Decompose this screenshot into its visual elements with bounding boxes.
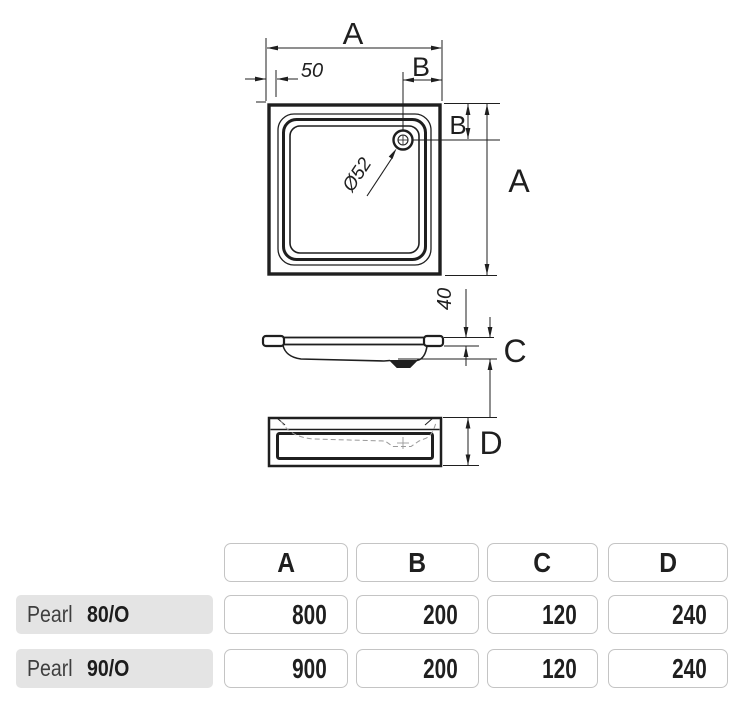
- table-header-c: C: [487, 543, 598, 582]
- dim-a-top-label: A: [343, 16, 364, 51]
- model-name: Pearl: [27, 655, 73, 681]
- model-variant: 90/O: [87, 655, 130, 681]
- model-variant: 80/O: [87, 601, 130, 627]
- panel-outline: [267, 416, 443, 468]
- basin-profile-left: [282, 345, 391, 362]
- dim-b-top-label: B: [412, 52, 430, 82]
- header-label: D: [659, 546, 677, 578]
- panel-view: [267, 416, 443, 468]
- dim-c: C: [398, 317, 527, 417]
- dim-50-label: 50: [301, 60, 323, 82]
- dim-b-side: B: [412, 103, 500, 141]
- table-header-b: B: [356, 543, 479, 582]
- value-a: 900: [292, 652, 327, 684]
- value-d: 240: [672, 652, 707, 684]
- hidden-drain-center-cross: [397, 437, 409, 449]
- value-c: 120: [542, 652, 577, 684]
- table-cell: 240: [608, 649, 728, 688]
- dim-b-top: B: [402, 52, 442, 130]
- rim-profile: [280, 336, 428, 346]
- arrowhead: [431, 45, 442, 51]
- arrowhead: [463, 327, 469, 338]
- arrowhead: [465, 417, 471, 429]
- drain-fitting: [388, 360, 419, 368]
- dim-a-top: A: [265, 16, 443, 101]
- table-cell: 240: [608, 595, 728, 634]
- arrowhead: [465, 104, 471, 115]
- dim-40: 40: [434, 288, 494, 366]
- arrowhead: [487, 359, 493, 370]
- model-name: Pearl: [27, 601, 73, 627]
- row-label-pearl-90: Pearl 90/O: [16, 649, 213, 688]
- tray-rim-inner-line: [277, 113, 432, 266]
- section-view: [261, 334, 445, 368]
- dim-a-side: A: [445, 104, 530, 276]
- arrowhead: [463, 346, 469, 357]
- arrowhead: [431, 77, 442, 83]
- table-cell: 120: [487, 595, 598, 634]
- leader-arrowhead: [388, 148, 397, 159]
- panel-recess: [276, 432, 434, 460]
- basin-profile-right: [416, 345, 428, 362]
- header-label: A: [277, 546, 295, 578]
- value-d: 240: [672, 598, 707, 630]
- arrowhead: [403, 77, 414, 83]
- table-cell: 200: [356, 595, 479, 634]
- table-header-a: A: [224, 543, 348, 582]
- drain-hole: [392, 129, 414, 151]
- arrowhead: [484, 104, 490, 115]
- arrowhead: [465, 128, 471, 139]
- dim-50: 50: [245, 60, 323, 103]
- table-cell: 120: [487, 649, 598, 688]
- arrowhead: [255, 76, 266, 82]
- hidden-basin-contour: [280, 420, 437, 447]
- rim-left-cap: [261, 334, 286, 348]
- dim-b-side-label: B: [449, 110, 466, 140]
- corner-tick-right: [424, 417, 434, 426]
- dim-d: D: [443, 417, 503, 466]
- value-b: 200: [423, 652, 458, 684]
- tray-bowl-edge: [282, 118, 427, 261]
- dim-c-label: C: [503, 333, 526, 369]
- rim-right-cap: [422, 334, 445, 348]
- arrowhead: [487, 327, 493, 338]
- top-view: Ø52: [267, 103, 442, 276]
- dim-40-label: 40: [434, 288, 456, 310]
- arrowhead: [267, 45, 278, 51]
- table-cell: 200: [356, 649, 479, 688]
- header-label: B: [408, 546, 427, 578]
- arrowhead: [484, 264, 490, 275]
- header-label: C: [533, 546, 552, 578]
- arrowhead: [277, 76, 288, 82]
- drain-diameter-callout: Ø52: [338, 148, 397, 197]
- arrowhead: [465, 454, 471, 466]
- table-cell: 900: [224, 649, 348, 688]
- table-header-d: D: [608, 543, 728, 582]
- tray-bowl-bottom-line: [289, 125, 420, 254]
- value-a: 800: [292, 598, 327, 630]
- value-b: 200: [423, 598, 458, 630]
- value-c: 120: [542, 598, 577, 630]
- tray-outer-edge: [267, 103, 442, 276]
- technical-drawing: Ø52 A 50 B: [245, 16, 530, 468]
- dim-d-label: D: [479, 425, 502, 461]
- dim-a-side-label: A: [508, 163, 530, 199]
- row-label-pearl-80: Pearl 80/O: [16, 595, 213, 634]
- table-cell: 800: [224, 595, 348, 634]
